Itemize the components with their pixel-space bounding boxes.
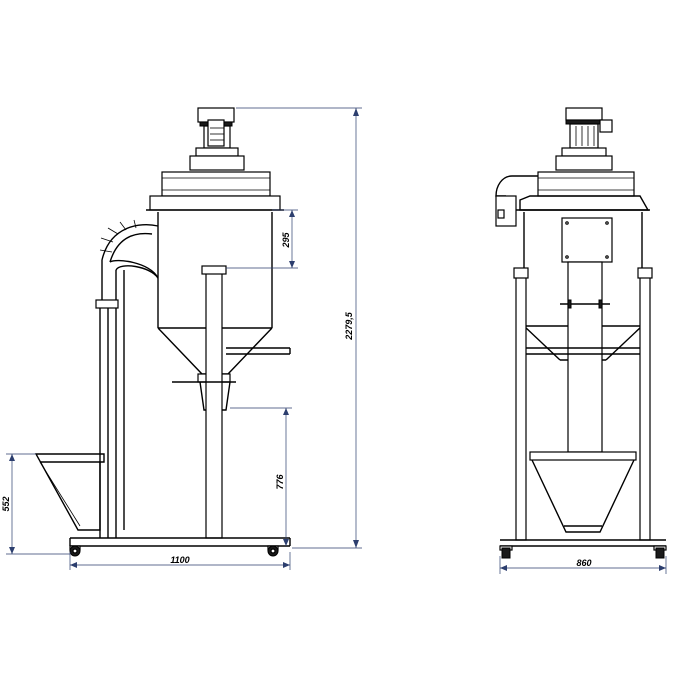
front-collection-bin	[529, 451, 637, 533]
front-cyclone-body	[523, 212, 643, 453]
dim-hopper-offset: 295	[281, 232, 291, 249]
front-motor	[555, 107, 613, 171]
side-motor	[189, 107, 245, 171]
side-inlet-pipe	[99, 219, 159, 300]
side-wheels	[69, 545, 279, 557]
side-fan-housing	[146, 171, 284, 211]
front-wheels	[499, 545, 667, 559]
dim-bin-height: 552	[1, 496, 11, 511]
side-view	[34, 107, 291, 557]
front-view	[495, 107, 667, 559]
dim-outlet-height: 776	[275, 474, 285, 490]
side-frame	[69, 265, 291, 547]
dim-total-height: 2279,5	[344, 311, 354, 341]
dim-front-width: 860	[576, 558, 591, 568]
side-dimensions: 2279,5 295 776 552 1100	[1, 107, 362, 570]
dim-side-width: 1100	[170, 555, 189, 565]
front-fan-housing	[495, 171, 650, 227]
front-frame	[500, 267, 666, 547]
front-dimensions: 860	[499, 556, 667, 574]
side-collection-bin	[34, 453, 105, 531]
